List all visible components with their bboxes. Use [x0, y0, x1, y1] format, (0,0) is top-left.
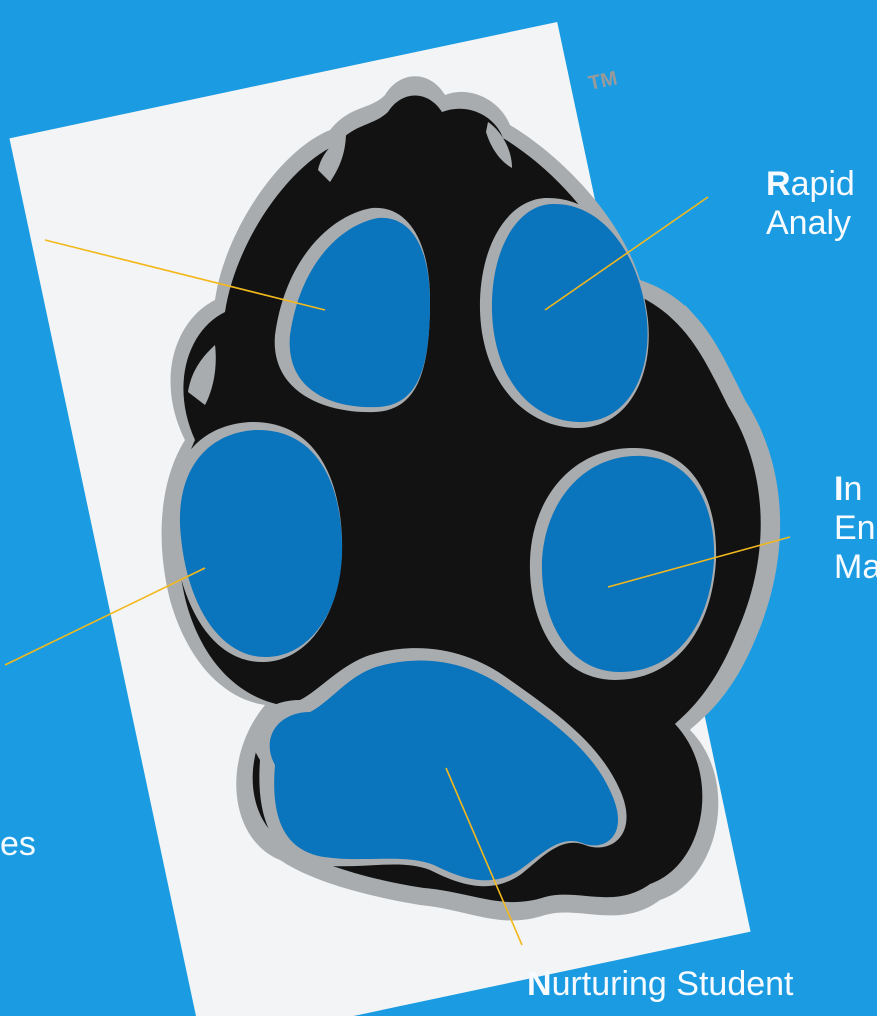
main-pad	[269, 660, 619, 881]
label-rapid-line2: Analy	[766, 204, 852, 243]
toe-pad-left	[179, 429, 343, 658]
label-rapid-initial: R	[766, 165, 791, 203]
label-rapid: Rapid Analy	[766, 165, 855, 243]
label-in-line3: Ma	[834, 548, 877, 587]
claw-right-outer	[685, 305, 712, 362]
leader-line-top-right	[544, 196, 709, 311]
claw-left-outer	[188, 345, 216, 405]
label-in-initial: I	[834, 470, 844, 508]
toe-pad-top-right	[491, 203, 648, 423]
claw-right-top	[486, 122, 512, 168]
label-in-rest: n	[843, 470, 863, 508]
trademark-symbol: TM	[586, 67, 619, 95]
label-rapid-rest: apid	[790, 165, 855, 203]
leader-line-right	[607, 536, 791, 588]
toe-pad-right	[541, 455, 715, 672]
label-in-line1: In	[834, 470, 877, 509]
leader-line-left	[4, 567, 206, 666]
toe-pad-top-left	[289, 217, 430, 408]
leader-lines	[4, 196, 791, 946]
label-in-line2: En	[834, 509, 876, 548]
label-nurturing-rest: urturing Student	[551, 965, 794, 1003]
claw-left-top	[318, 132, 346, 182]
label-es: es	[0, 825, 36, 863]
label-nurturing: Nurturing Student	[527, 965, 794, 1004]
label-rapid-line1: Rapid	[766, 165, 855, 204]
label-nurturing-initial: N	[527, 965, 552, 1003]
label-in: In En Ma	[834, 470, 877, 587]
leader-line-bottom	[445, 767, 523, 946]
leader-line-top-left	[44, 239, 326, 311]
paw-logo: TM	[161, 67, 781, 921]
